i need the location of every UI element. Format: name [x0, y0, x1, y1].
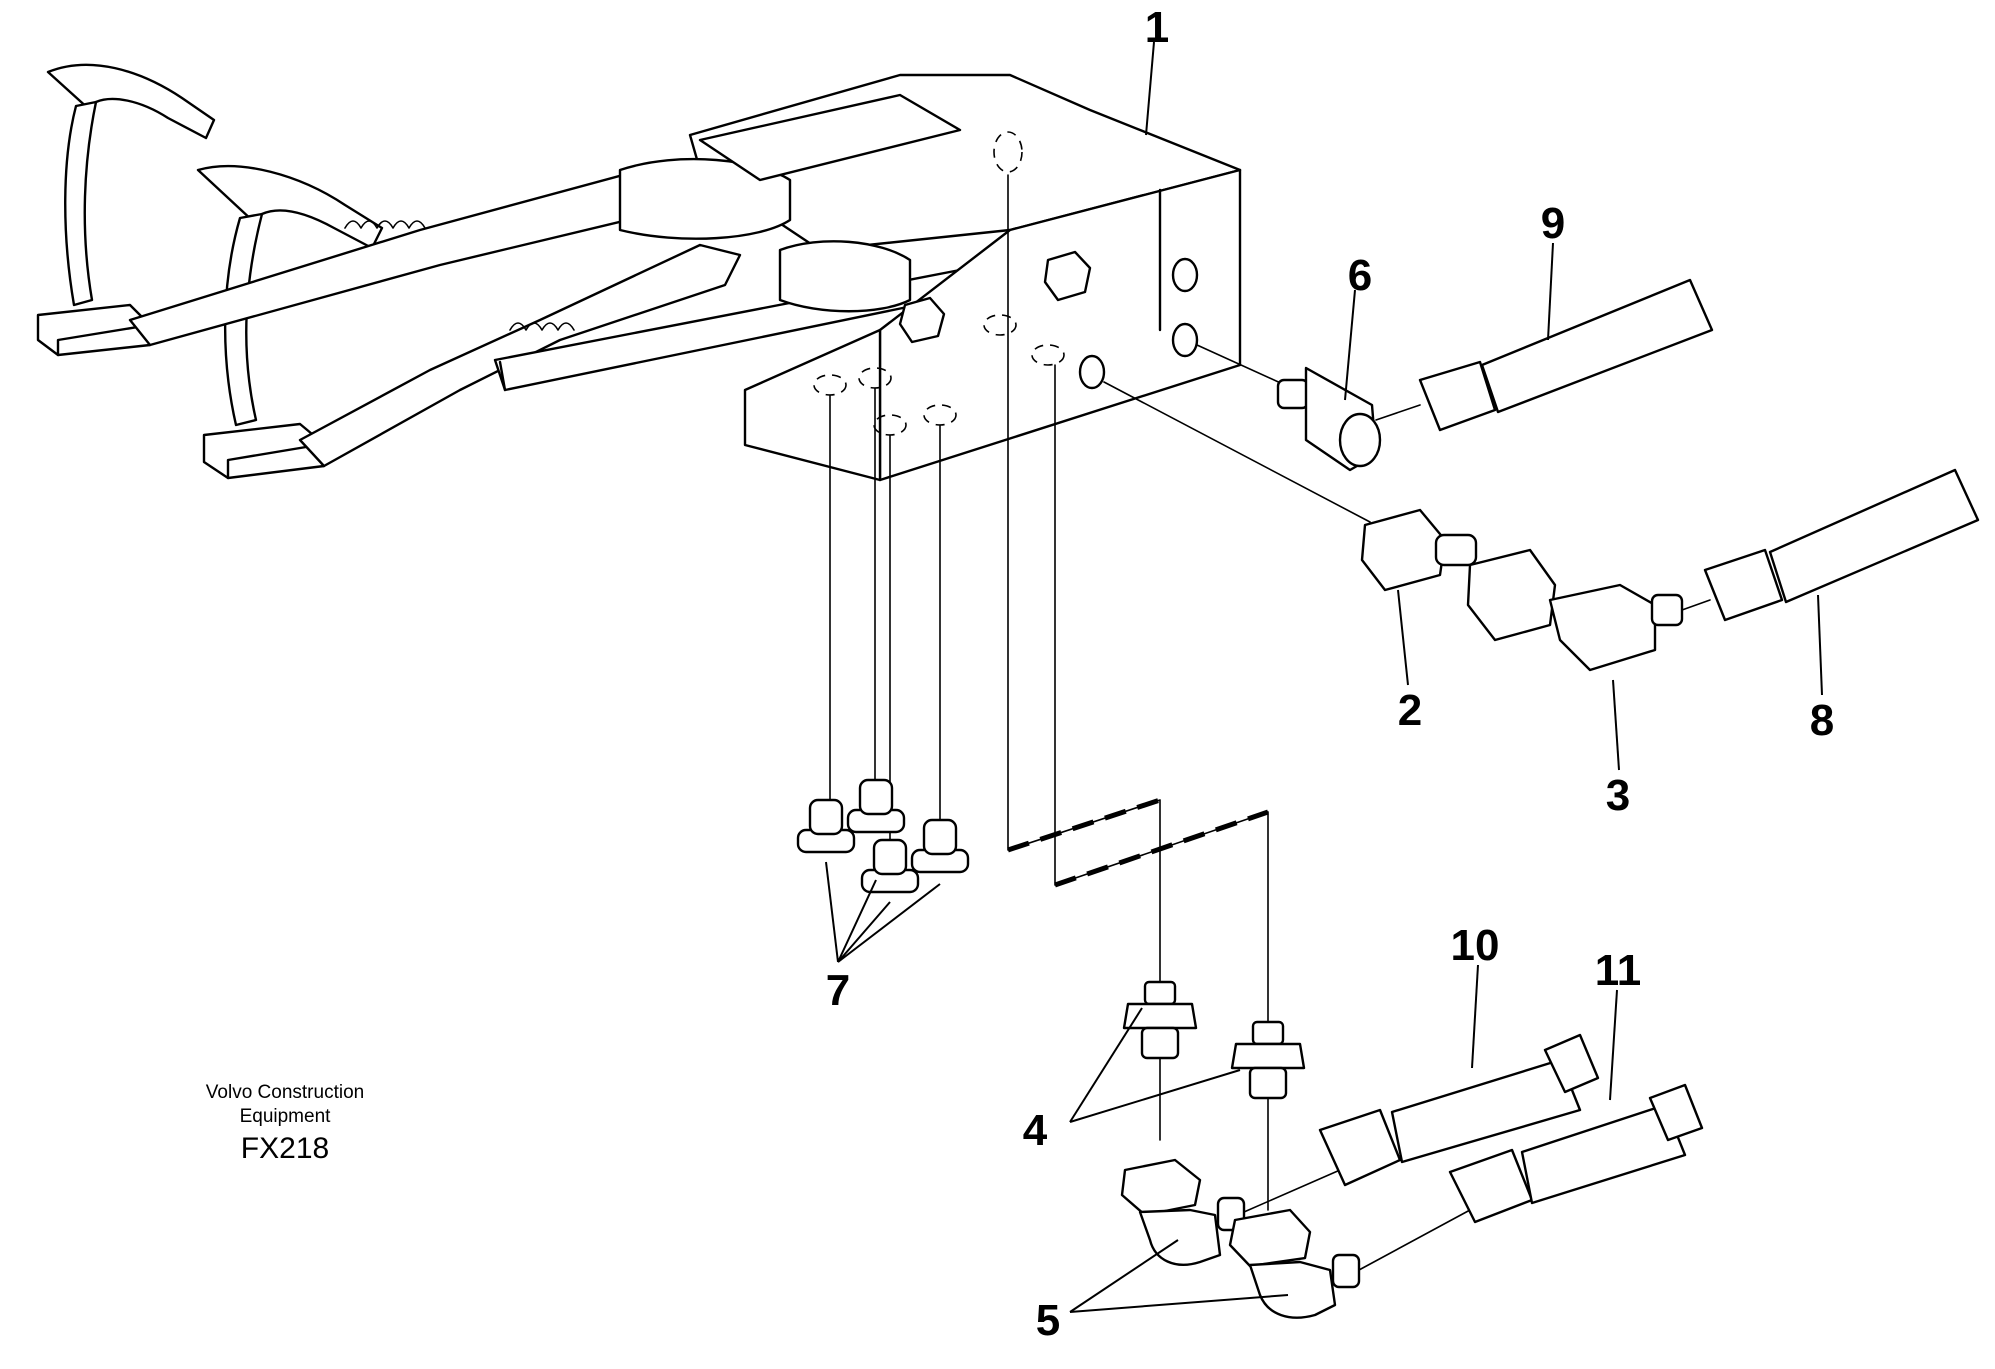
plugs-group: [796, 387, 970, 963]
adapter-routing: [1007, 174, 1269, 1026]
elbow-right: [1228, 1208, 1361, 1319]
valve-block: [618, 73, 1242, 482]
part-label-6: 6: [1348, 251, 1372, 300]
part-label-8: 8: [1810, 696, 1834, 745]
plug-3: [860, 838, 920, 894]
part-label-11: 11: [1595, 946, 1642, 995]
part-label-4: 4: [1023, 1106, 1048, 1155]
pedal-assembly: [36, 63, 1092, 480]
hose-9: [1375, 278, 1714, 432]
adapter-2: [1360, 508, 1478, 592]
part-label-7: 7: [826, 966, 850, 1015]
part-labels: 1 2 3 4 5 6 7 8 9 10 11: [826, 3, 1834, 1345]
part-label-3: 3: [1606, 771, 1630, 820]
leader-lines: [1145, 41, 1823, 1101]
caption-company: Volvo Construction: [206, 1082, 364, 1103]
elbow-3: [1466, 548, 1684, 672]
manufacturer-caption: Volvo Construction Equipment FX218: [206, 1082, 364, 1165]
plug-2: [846, 778, 906, 834]
adapter-left: [1122, 980, 1198, 1060]
hose-10: [1243, 1033, 1600, 1213]
part-label-5: 5: [1036, 1296, 1060, 1345]
plug-1: [796, 798, 856, 854]
plug-4: [910, 818, 970, 874]
part-label-2: 2: [1398, 686, 1422, 735]
part-label-1: 1: [1145, 3, 1169, 52]
elbow-left: [1120, 1158, 1246, 1266]
hose-11: [1358, 1083, 1704, 1271]
part-label-10: 10: [1451, 921, 1500, 970]
elbow-fitting-6: [1276, 366, 1382, 472]
hose-8: [1681, 468, 1980, 622]
part-label-9: 9: [1541, 199, 1565, 248]
caption-division: Equipment: [240, 1106, 332, 1127]
diagram-code: FX218: [241, 1132, 329, 1165]
adapter-right: [1230, 1020, 1306, 1100]
